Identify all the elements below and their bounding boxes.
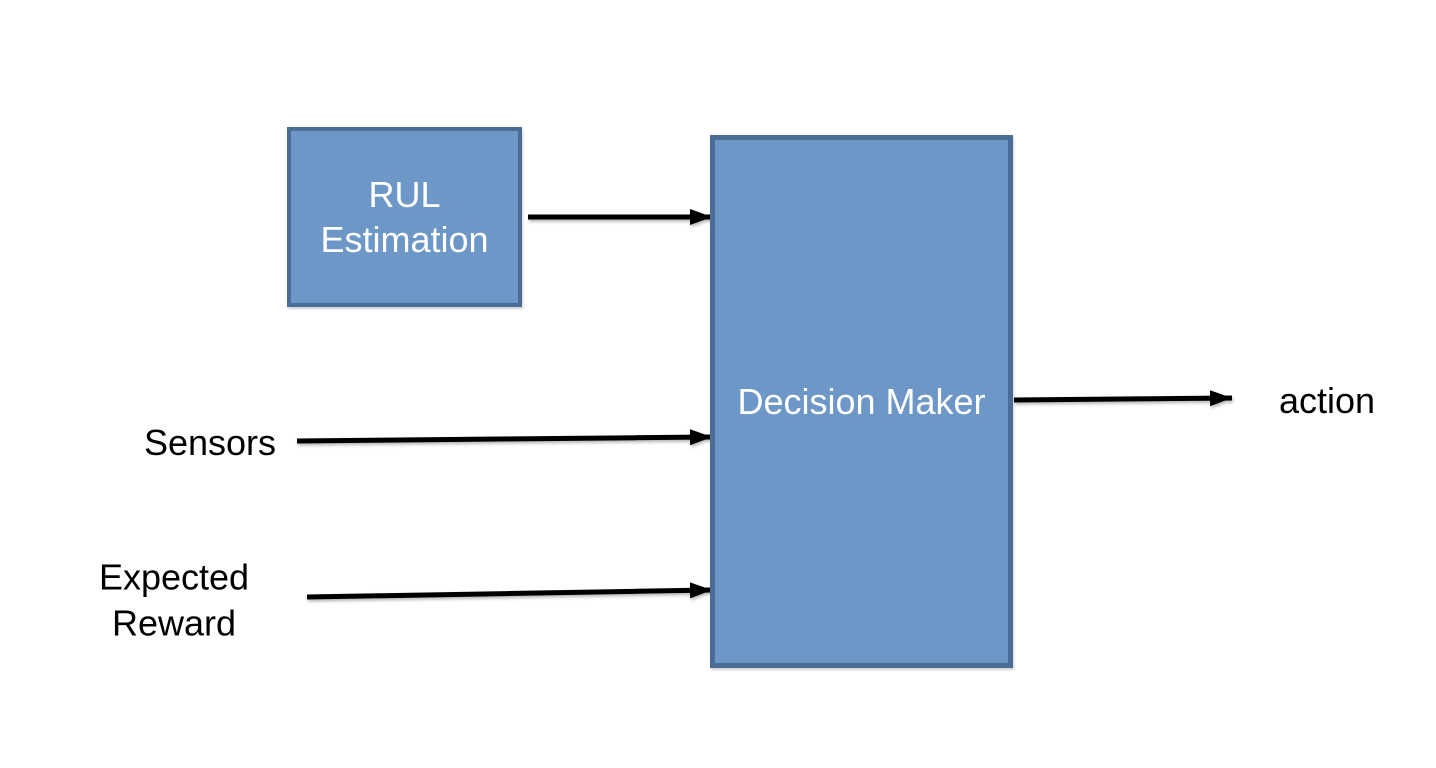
node-rul-estimation-label: RUL Estimation: [320, 174, 489, 260]
edge-sensors-to-decision-maker: [296, 429, 713, 446]
label-sensors: Sensors: [143, 422, 277, 464]
node-decision-maker-label: Decision Maker: [737, 381, 986, 422]
edge-decision-maker-to-action: [1013, 390, 1233, 407]
edge-expected-reward-to-decision-maker: [306, 582, 713, 600]
label-expected-reward: Expected Reward: [98, 556, 250, 643]
node-rul-estimation: RUL Estimation: [287, 127, 522, 307]
label-action: action: [1278, 380, 1376, 422]
node-decision-maker: Decision Maker: [710, 135, 1013, 668]
